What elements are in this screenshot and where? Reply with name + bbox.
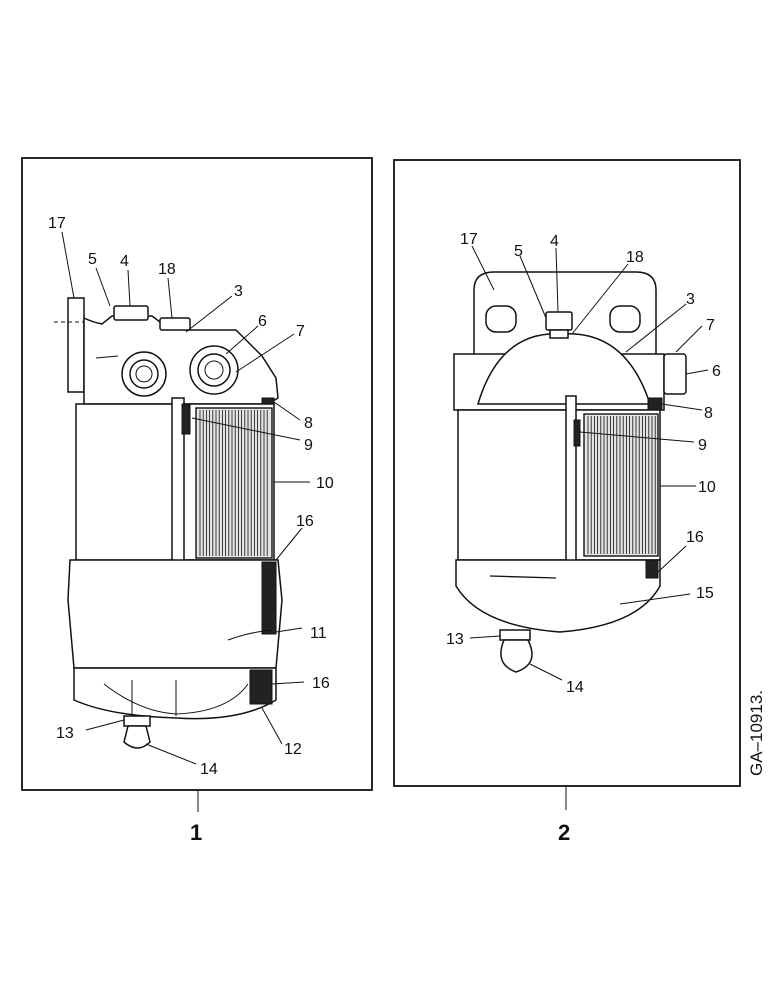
callout: 8 [304,415,313,432]
callout: 18 [626,249,644,266]
panel-2-label: 2 [558,820,570,845]
callout: 5 [514,243,523,260]
panel-2-frame [393,159,741,787]
callout: 16 [686,529,704,546]
callout: 6 [712,363,721,380]
callout: 14 [566,679,584,696]
reference-code: GA–10913. [747,690,766,776]
callout: 9 [698,437,707,454]
callout: 14 [200,761,218,778]
callout: 4 [120,253,129,270]
callout: 10 [316,475,334,492]
callout: 17 [48,215,66,232]
callout: 7 [296,323,305,340]
callout: 15 [696,585,714,602]
callout: 17 [460,231,478,248]
callout: 16 [312,675,330,692]
callout: 18 [158,261,176,278]
panel-1: 17 5 4 18 3 6 7 8 9 10 16 11 16 13 12 14… [21,157,373,845]
callout: 16 [296,513,314,530]
callout: 13 [446,631,464,648]
callout: 5 [88,251,97,268]
callout: 3 [686,291,695,308]
callout: 11 [310,625,327,642]
callout: 13 [56,725,74,742]
panel-1-frame [21,157,373,791]
callout: 7 [706,317,715,334]
panel-1-label: 1 [190,820,202,845]
callout: 12 [284,741,302,758]
panel-2: 17 5 4 18 3 7 6 8 9 10 16 15 13 14 2 [393,159,741,845]
callout: 10 [698,479,716,496]
callout: 3 [234,283,243,300]
callout: 6 [258,313,267,330]
callout: 9 [304,437,313,454]
callout: 4 [550,233,559,250]
callout: 8 [704,405,713,422]
